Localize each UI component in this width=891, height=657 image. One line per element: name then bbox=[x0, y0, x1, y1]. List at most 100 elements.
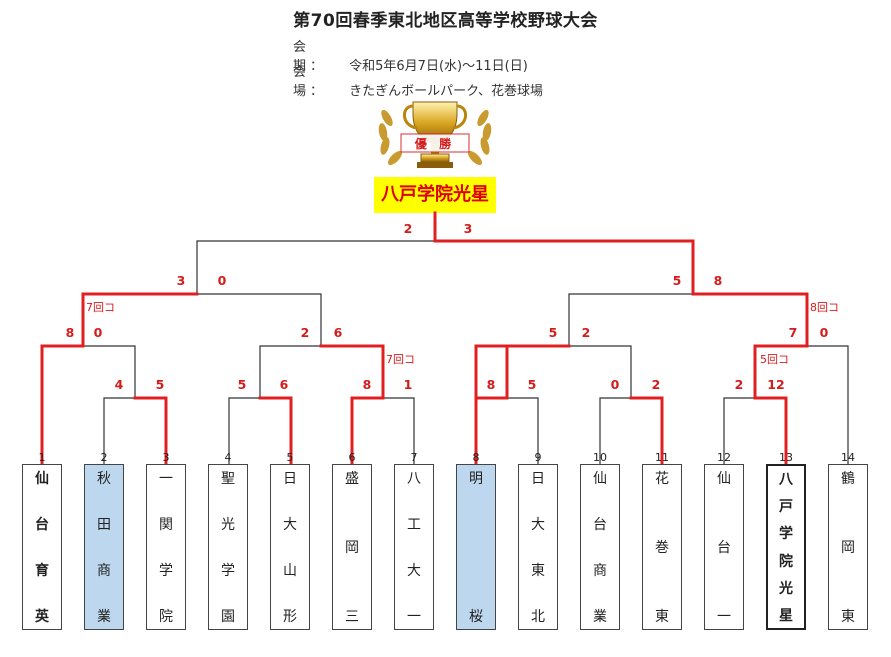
called-game-note: 7回コ bbox=[386, 353, 415, 366]
score: 8 bbox=[65, 325, 75, 340]
score: 3 bbox=[176, 273, 186, 288]
score: 0 bbox=[819, 325, 829, 340]
team-name-char: 光 bbox=[779, 580, 793, 597]
score: 6 bbox=[333, 325, 343, 340]
team-name-char: 一 bbox=[407, 609, 421, 625]
called-game-note: 8回コ bbox=[810, 301, 839, 314]
team-name-char: 山 bbox=[283, 563, 297, 579]
team-name-char: 関 bbox=[159, 517, 173, 533]
venue-row: 会 場： きたぎんボールパーク、花巻球場 bbox=[293, 61, 543, 99]
score: 5 bbox=[237, 377, 247, 392]
team-name-char: 東 bbox=[655, 609, 669, 625]
trophy-icon bbox=[378, 101, 492, 168]
team-box: 明桜 bbox=[456, 464, 496, 630]
period-row: 会 期： 令和5年6月7日(水)〜11日(日) bbox=[293, 36, 528, 74]
score: 0 bbox=[610, 377, 620, 392]
team-seed-number: 5 bbox=[286, 451, 294, 464]
team-name-char: 一 bbox=[717, 609, 731, 625]
period-label: 会 期： bbox=[293, 40, 328, 74]
team-seed-number: 13 bbox=[779, 451, 793, 464]
team-box: 一関学院 bbox=[146, 464, 186, 630]
score: 5 bbox=[548, 325, 558, 340]
team-name-char: 形 bbox=[283, 609, 297, 625]
score: 8 bbox=[486, 377, 496, 392]
score: 2 bbox=[300, 325, 310, 340]
team-name-char: 仙 bbox=[35, 471, 49, 487]
team-name-char: 明 bbox=[469, 471, 483, 487]
score: 5 bbox=[527, 377, 537, 392]
score: 12 bbox=[767, 377, 785, 392]
team-name-char: 学 bbox=[221, 563, 235, 579]
team-name-char: 学 bbox=[779, 526, 793, 543]
team-name-char: 台 bbox=[35, 517, 49, 533]
team-name-char: 育 bbox=[35, 563, 49, 579]
team-name-char: 業 bbox=[97, 609, 111, 625]
team-name-char: 星 bbox=[779, 607, 793, 624]
team-seed-number: 12 bbox=[717, 451, 731, 464]
team-box: 聖光学園 bbox=[208, 464, 248, 630]
score: 7 bbox=[788, 325, 798, 340]
team-seed-number: 4 bbox=[224, 451, 232, 464]
team-name-char: 日 bbox=[283, 471, 297, 487]
team-name-char: 大 bbox=[283, 517, 297, 533]
team-name-char: 光 bbox=[221, 517, 235, 533]
score: 5 bbox=[155, 377, 165, 392]
score: 8 bbox=[713, 273, 723, 288]
venue-value: きたぎんボールパーク、花巻球場 bbox=[349, 84, 543, 99]
team-seed-number: 8 bbox=[472, 451, 480, 464]
team-seed-number: 6 bbox=[348, 451, 356, 464]
score: 5 bbox=[672, 273, 682, 288]
team-name-char: 桜 bbox=[469, 609, 483, 625]
score: 4 bbox=[114, 377, 124, 392]
team-box: 花巻東 bbox=[642, 464, 682, 630]
team-name-char: 院 bbox=[779, 553, 793, 570]
team-seed-number: 11 bbox=[655, 451, 669, 464]
period-value: 令和5年6月7日(水)〜11日(日) bbox=[349, 59, 528, 74]
team-name-char: 東 bbox=[531, 563, 545, 579]
team-name-char: 商 bbox=[97, 563, 111, 579]
score: 2 bbox=[581, 325, 591, 340]
team-name-char: 戸 bbox=[779, 499, 793, 516]
team-name-char: 大 bbox=[407, 563, 421, 579]
team-name-char: 岡 bbox=[841, 540, 855, 556]
team-name-char: 岡 bbox=[345, 540, 359, 556]
champion-name: 八戸学院光星 bbox=[374, 177, 496, 213]
team-name-char: 学 bbox=[159, 563, 173, 579]
team-name-char: 八 bbox=[779, 472, 793, 488]
venue-label: 会 場： bbox=[293, 65, 328, 99]
team-box: 日大東北 bbox=[518, 464, 558, 630]
team-name-char: 台 bbox=[717, 540, 731, 556]
team-seed-number: 7 bbox=[410, 451, 418, 464]
score: 2 bbox=[651, 377, 661, 392]
team-name-char: 商 bbox=[593, 563, 607, 579]
team-name-char: 工 bbox=[407, 517, 421, 533]
team-seed-number: 3 bbox=[162, 451, 170, 464]
team-box: 盛岡三 bbox=[332, 464, 372, 630]
team-name-char: 業 bbox=[593, 609, 607, 625]
score: 2 bbox=[403, 221, 413, 236]
team-name-char: 東 bbox=[841, 609, 855, 625]
team-name-char: 台 bbox=[593, 517, 607, 533]
team-name-char: 仙 bbox=[593, 471, 607, 487]
team-name-char: 英 bbox=[35, 609, 49, 625]
team-name-char: 三 bbox=[345, 609, 359, 625]
team-box: 日大山形 bbox=[270, 464, 310, 630]
score: 1 bbox=[403, 377, 413, 392]
team-box: 仙台育英 bbox=[22, 464, 62, 630]
team-box: 八工大一 bbox=[394, 464, 434, 630]
score: 2 bbox=[734, 377, 744, 392]
called-game-note: 5回コ bbox=[760, 353, 789, 366]
team-name-char: 日 bbox=[531, 471, 545, 487]
team-name-char: 盛 bbox=[345, 471, 359, 487]
team-name-char: 鶴 bbox=[841, 471, 855, 487]
trophy-ribbon-text: 優 勝 bbox=[414, 137, 456, 151]
team-name-char: 北 bbox=[531, 609, 545, 625]
team-box: 秋田商業 bbox=[84, 464, 124, 630]
score: 6 bbox=[279, 377, 289, 392]
team-name-char: 仙 bbox=[717, 471, 731, 487]
score: 0 bbox=[93, 325, 103, 340]
score: 8 bbox=[362, 377, 372, 392]
team-seed-number: 1 bbox=[38, 451, 46, 464]
team-box: 鶴岡東 bbox=[828, 464, 868, 630]
